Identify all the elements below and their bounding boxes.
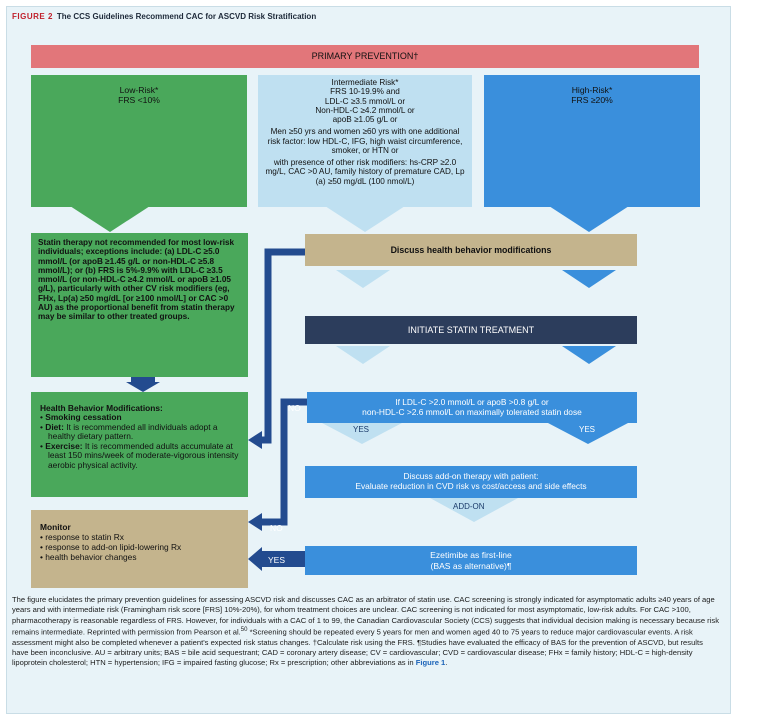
figure-title-text: The CCS Guidelines Recommend CAC for ASC… xyxy=(56,12,317,21)
figure-1-link[interactable]: Figure 1 xyxy=(415,658,446,668)
addon-arrow-icon xyxy=(430,498,518,522)
yes-left-arrow-icon xyxy=(322,423,402,444)
monitor-item: response to add-on lipid-lowering Rx xyxy=(40,542,241,552)
arrow-intermediate-to-discuss-icon xyxy=(325,206,405,232)
monitor-heading: Monitor xyxy=(40,522,71,532)
initiate-statin-box: INITIATE STATIN TREATMENT xyxy=(305,316,637,344)
arrow-high-to-discuss-icon xyxy=(549,206,629,232)
arrow-statin-to-behavior-icon xyxy=(126,382,160,392)
behavior-item-smoking: Smoking cessation xyxy=(40,413,241,422)
yes-left-label: YES xyxy=(353,425,370,434)
arrow-no-to-monitor-icon xyxy=(248,513,262,531)
primary-prevention-text: PRIMARY PREVENTION† xyxy=(311,51,419,62)
arrow-initiate-right-icon xyxy=(562,346,616,364)
no-label-mid: NO xyxy=(270,523,283,533)
no-label-top: NO xyxy=(288,403,301,413)
monitor-item: health behavior changes xyxy=(40,552,241,562)
arrow-initiate-left-icon xyxy=(336,346,390,364)
intermediate-modifiers: with presence of other risk modifiers: h… xyxy=(265,158,465,186)
monitor-item: response to statin Rx xyxy=(40,532,241,542)
caption-text-2: *Screening should be repeated every 5 ye… xyxy=(12,627,703,668)
addon-therapy-box: Discuss add-on therapy with patient: Eva… xyxy=(305,466,637,498)
health-behavior-box: Health Behavior Modifications: Smoking c… xyxy=(31,392,248,497)
caption-end: . xyxy=(445,658,448,668)
intermediate-heading: Intermediate Risk* FRS 10-19.9% and LDL-… xyxy=(315,78,415,125)
statin-not-recommended-box: Statin therapy not recommended for most … xyxy=(31,233,248,377)
low-risk-text: Low-Risk* FRS <10% xyxy=(118,85,160,106)
health-behavior-heading: Health Behavior Modifications: xyxy=(40,403,163,413)
primary-prevention-header: PRIMARY PREVENTION† xyxy=(31,45,699,68)
low-risk-box: Low-Risk* FRS <10% xyxy=(31,75,247,207)
arrow-yes-to-monitor-icon xyxy=(248,547,262,571)
initiate-statin-text: INITIATE STATIN TREATMENT xyxy=(407,324,535,335)
figure-label: FIGURE 2 xyxy=(12,12,53,21)
discuss-behavior-text: Discuss health behavior modifications xyxy=(390,244,552,255)
ldl-condition-box: If LDL-C >2.0 mmol/L or apoB >0.8 g/L or… xyxy=(307,392,637,423)
arrow-low-to-statin-icon xyxy=(70,206,150,232)
figure-caption: The figure elucidates the primary preven… xyxy=(12,595,720,668)
arrow-discuss-right-icon xyxy=(562,270,616,288)
addon-label: ADD-ON xyxy=(453,502,485,511)
statin-not-recommended-text: Statin therapy not recommended for most … xyxy=(38,238,235,322)
ezetimibe-text: Ezetimibe as first-line (BAS as alternat… xyxy=(430,550,512,571)
addon-therapy-text: Discuss add-on therapy with patient: Eva… xyxy=(355,471,587,491)
yes-right-arrow-icon xyxy=(548,423,628,444)
ldl-condition-text: If LDL-C >2.0 mmol/L or apoB >0.8 g/L or… xyxy=(362,396,582,417)
high-risk-text: High-Risk* FRS ≥20% xyxy=(571,85,613,106)
behavior-item-exercise: Exercise: It is recommended adults accum… xyxy=(40,441,241,470)
arrow-discuss-left-icon xyxy=(336,270,390,288)
yes-label-bottom: YES xyxy=(268,555,286,565)
ezetimibe-box: Ezetimibe as first-line (BAS as alternat… xyxy=(305,546,637,575)
high-risk-box: High-Risk* FRS ≥20% xyxy=(484,75,700,207)
behavior-item-diet: Diet: It is recommended all individuals … xyxy=(40,422,241,442)
monitor-box: Monitor response to statin Rx response t… xyxy=(31,510,248,588)
caption-ref: 50 xyxy=(240,626,248,633)
intermediate-risk-box: Intermediate Risk* FRS 10-19.9% and LDL-… xyxy=(258,75,472,207)
caption-text: The figure elucidates the primary preven… xyxy=(12,595,719,637)
discuss-behavior-box: Discuss health behavior modifications xyxy=(305,234,637,266)
arrow-discuss-to-behavior-icon xyxy=(248,431,262,449)
intermediate-factors: Men ≥50 yrs and women ≥60 yrs with one a… xyxy=(267,127,463,155)
yes-right-label: YES xyxy=(579,425,596,434)
